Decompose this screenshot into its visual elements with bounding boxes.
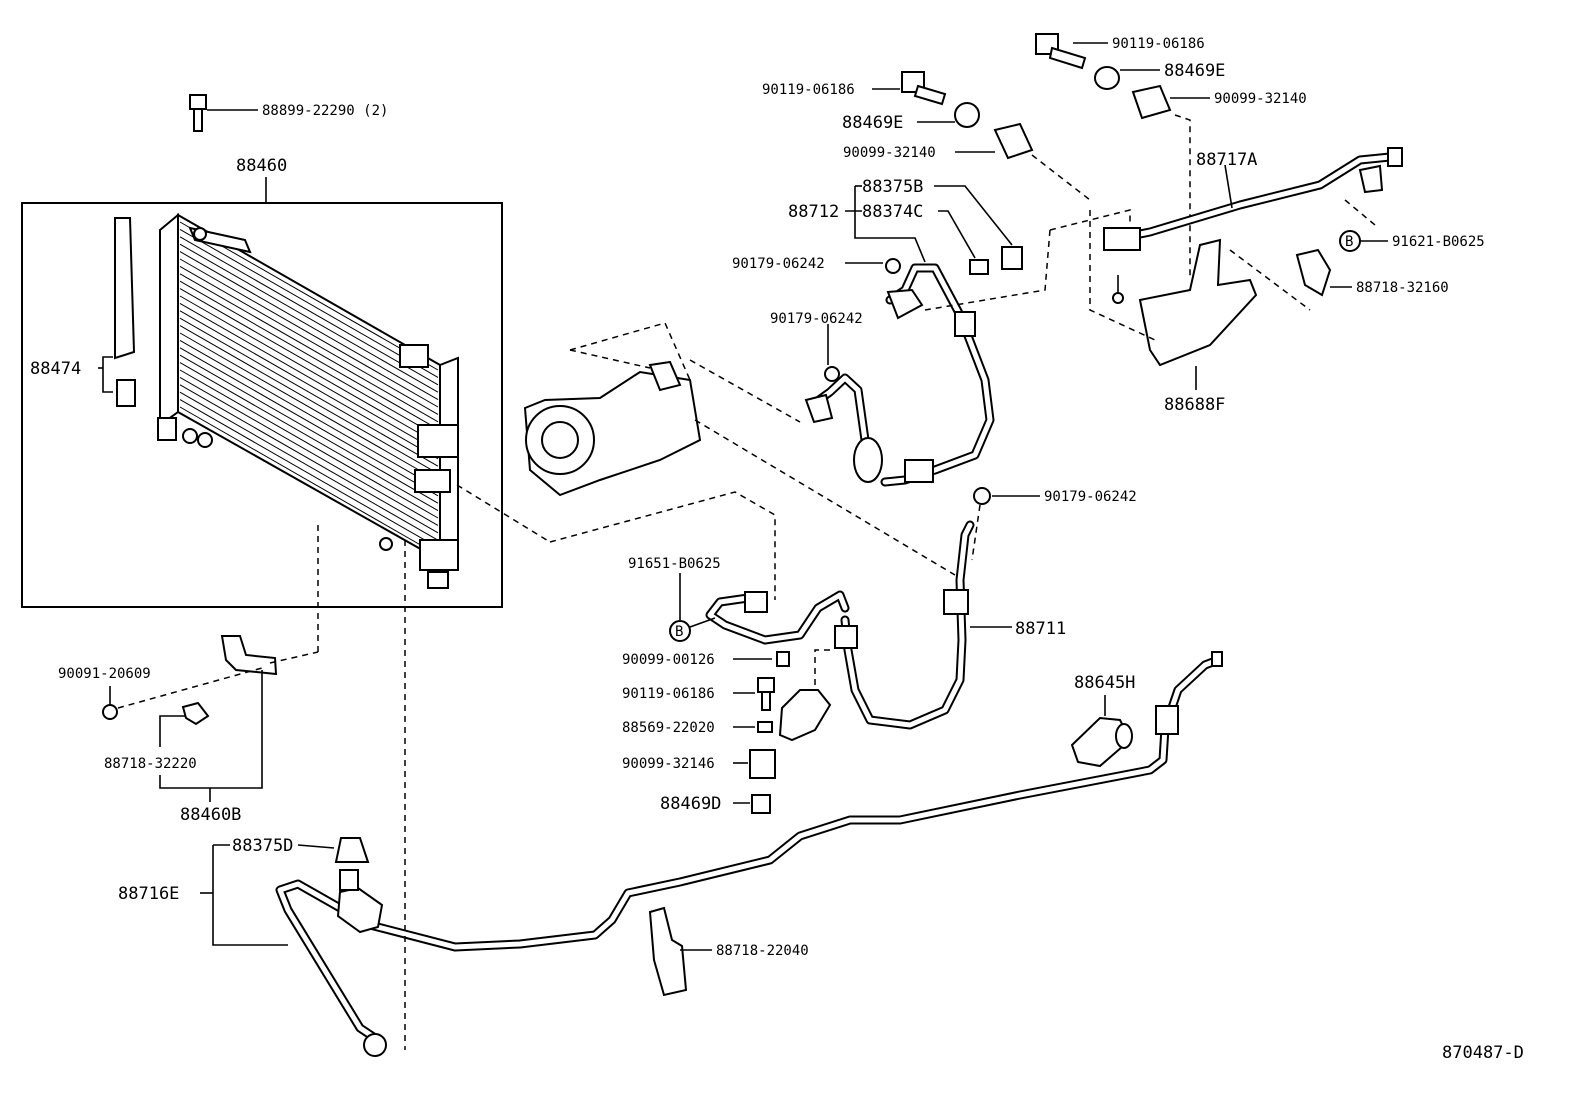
condenser-fin: [179, 339, 439, 489]
condenser-fin: [179, 310, 439, 460]
bracket-88474: [114, 217, 136, 407]
condenser-fin: [179, 258, 439, 408]
nut-90179-06242-c: [973, 487, 991, 505]
condenser-fin: [179, 369, 439, 519]
callout-88718-32220: 88718-32220: [104, 756, 197, 772]
condenser-fin: [179, 317, 439, 467]
callout-88645h: 88645H: [1074, 673, 1135, 693]
bracket-88460b: [102, 635, 278, 726]
condenser-fin: [179, 302, 439, 452]
callout-90119-06186-top: 90119-06186: [1112, 36, 1205, 52]
callout-88712: 88712: [788, 202, 839, 222]
condenser-fin: [179, 228, 439, 378]
marker-b-left: [669, 620, 691, 642]
tube-88717a: [1103, 147, 1403, 251]
callout-88688f: 88688F: [1164, 395, 1225, 415]
callout-90099-32146: 90099-32146: [622, 756, 715, 772]
callout-90099-32140-mid: 90099-32140: [843, 145, 936, 161]
marker-b-left-label: B: [675, 624, 683, 640]
condenser-fin: [179, 391, 439, 541]
condenser-fin: [179, 280, 439, 430]
clip-88718-32160: [1295, 248, 1332, 297]
callout-88469d: 88469D: [660, 794, 721, 814]
condenser-fin: [179, 406, 439, 556]
service-parts-stack: [749, 651, 832, 814]
condenser-fin: [179, 332, 439, 482]
condenser-assembly-frame: [21, 202, 503, 608]
callout-88474: 88474: [30, 359, 81, 379]
callout-90119-06186-mid: 90119-06186: [762, 82, 855, 98]
clamp-88718-22040: [648, 906, 688, 997]
callout-90179-06242-a: 90179-06242: [732, 256, 825, 272]
callout-88717a: 88717A: [1196, 150, 1257, 170]
callout-91621-b0625: 91621-B0625: [1392, 234, 1485, 250]
hose-88712: [804, 263, 995, 487]
valve-cap-88375d: [334, 837, 370, 891]
condenser-fin: [179, 376, 439, 526]
condenser-core: [157, 212, 459, 589]
callout-90179-06242-b: 90179-06242: [770, 311, 863, 327]
condenser-fin: [179, 384, 439, 534]
callout-90119-06186-low: 90119-06186: [622, 686, 715, 702]
callout-90099-32140-top: 90099-32140: [1214, 91, 1307, 107]
callout-88469e-mid: 88469E: [842, 113, 903, 133]
callout-88469e-top: 88469E: [1164, 61, 1225, 81]
callout-90091-20609: 90091-20609: [58, 666, 151, 682]
condenser-fin: [179, 251, 439, 401]
nut-90179-06242-a: [885, 258, 901, 274]
bolt-stack-mid: [901, 71, 1034, 160]
callout-88718-32160: 88718-32160: [1356, 280, 1449, 296]
condenser-fin: [179, 243, 439, 393]
callout-88460: 88460: [236, 156, 287, 176]
callout-88375b: 88375B: [862, 177, 923, 197]
callout-88375d: 88375D: [232, 836, 293, 856]
pressure-switch-88645h: [1070, 716, 1133, 768]
bracket-88688f: [1112, 238, 1258, 367]
discharge-tube-88716e: [275, 651, 1223, 1057]
condenser-fin: [179, 354, 439, 504]
suction-hose-88711: [705, 520, 975, 730]
condenser-fin: [179, 399, 439, 549]
callout-90179-06242-c: 90179-06242: [1044, 489, 1137, 505]
condenser-fin: [179, 362, 439, 512]
valve-core-88374c: [969, 259, 989, 275]
condenser-fin: [179, 295, 439, 445]
callout-88569-22020: 88569-22020: [622, 720, 715, 736]
condenser-fin: [179, 325, 439, 475]
drawing-number: 870487-D: [1442, 1043, 1524, 1063]
condenser-fin: [179, 288, 439, 438]
compressor: [523, 360, 702, 497]
bolt-stack-top: [1035, 33, 1172, 120]
callout-88374c: 88374C: [862, 202, 923, 222]
screw-88899-22290: [189, 94, 207, 132]
marker-b-right-label: B: [1345, 234, 1353, 250]
callout-88716e: 88716E: [118, 884, 179, 904]
callout-91651-b0625: 91651-B0625: [628, 556, 721, 572]
condenser-fin: [179, 236, 439, 386]
callout-88718-22040: 88718-22040: [716, 943, 809, 959]
callout-90099-00126: 90099-00126: [622, 652, 715, 668]
condenser-fin: [179, 347, 439, 497]
valve-cap-88375b: [1001, 246, 1023, 270]
nut-90179-06242-b: [824, 366, 840, 382]
callout-88899-22290: 88899-22290 (2): [262, 103, 388, 119]
callout-88711: 88711: [1015, 619, 1066, 639]
condenser-fin: [179, 265, 439, 415]
condenser-fin: [179, 273, 439, 423]
callout-88460b: 88460B: [180, 805, 241, 825]
